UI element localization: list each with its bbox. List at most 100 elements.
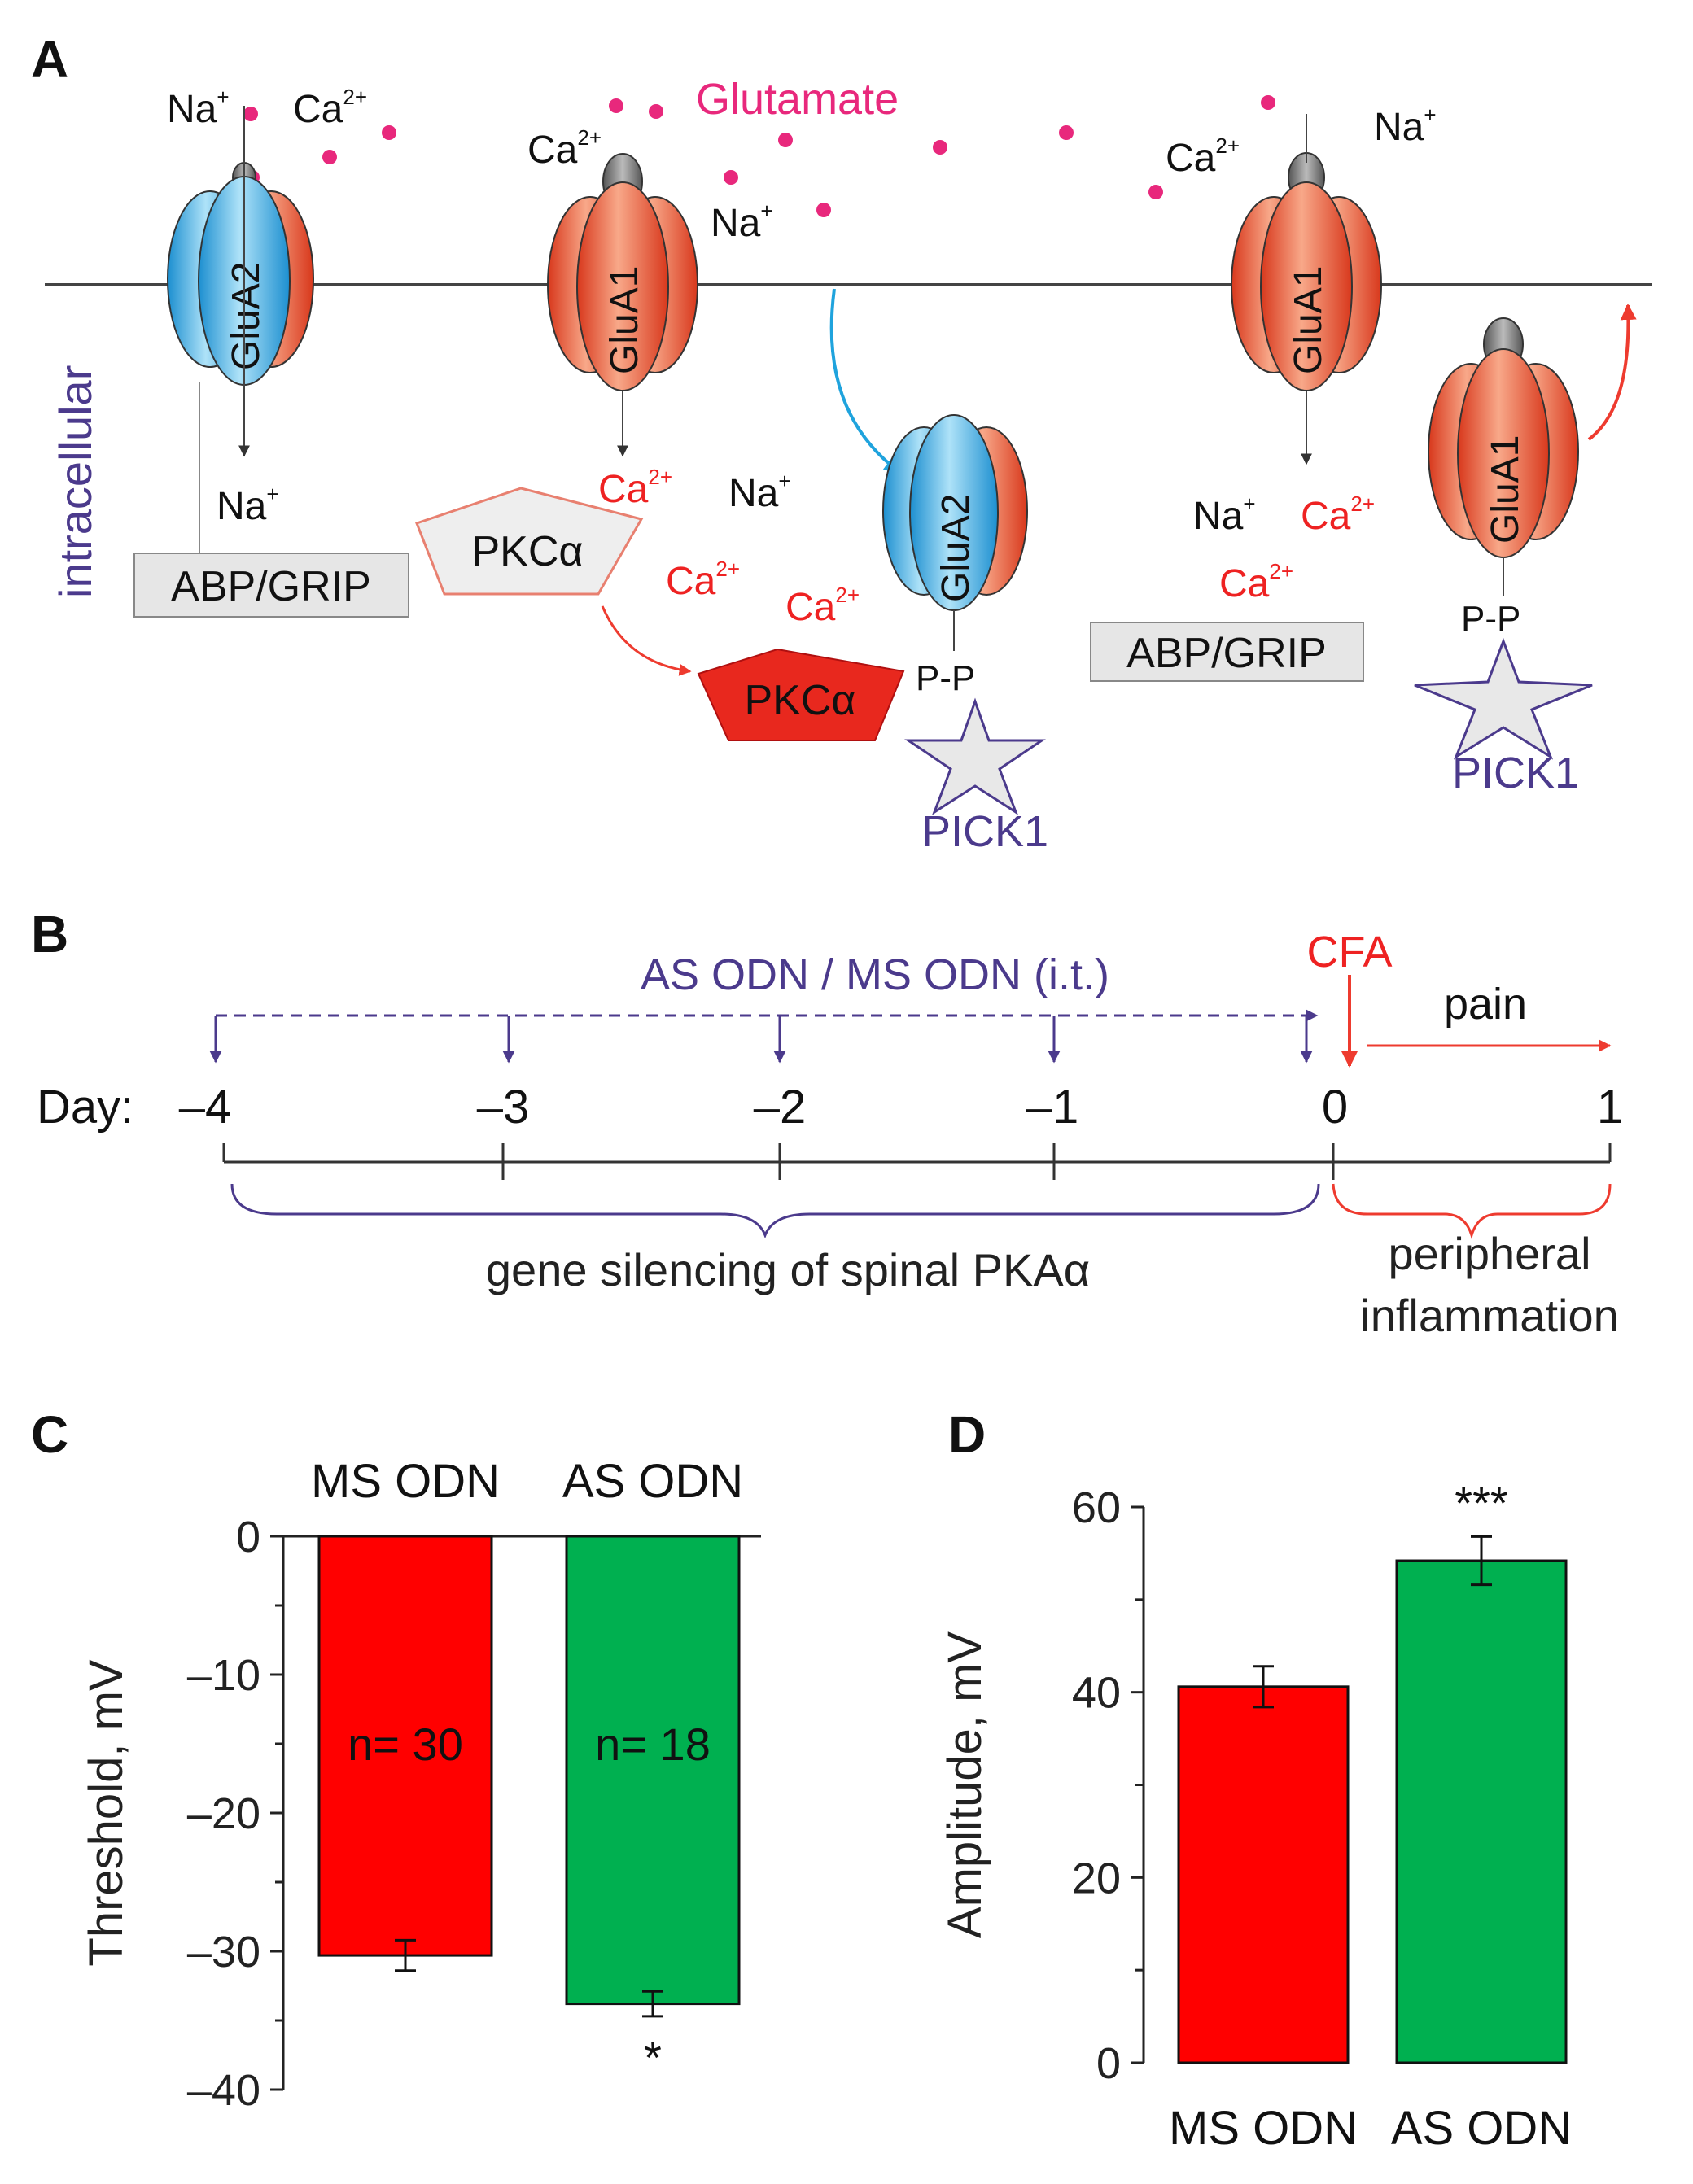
- svg-text:Ca2+: Ca2+: [1166, 133, 1240, 180]
- pain-label: pain: [1444, 980, 1527, 1029]
- category-label: AS ODN: [1391, 2102, 1572, 2155]
- abp-grip-box-2: ABP/GRIP: [1090, 622, 1364, 682]
- glua2-receptor-1: GluA2: [167, 162, 314, 386]
- svg-text:Na+: Na+: [711, 199, 773, 245]
- internalization-arrow: [829, 288, 901, 474]
- svg-text:Na+: Na+: [167, 85, 230, 131]
- inflammation-brace: [1332, 1183, 1612, 1240]
- ca-charge: 2+: [343, 85, 367, 109]
- na-ion: Na: [1193, 495, 1244, 538]
- na-ion: Na: [728, 472, 779, 515]
- ca-ion: Ca: [1166, 137, 1216, 180]
- ca-charge: 2+: [577, 125, 602, 150]
- injection-label: AS ODN / MS ODN (i.t.): [641, 950, 1109, 999]
- panel-a-label: A: [31, 30, 68, 89]
- glua2-label: GluA2: [225, 262, 268, 370]
- inflammation-label-line1: peripheral: [1388, 1228, 1590, 1279]
- injection-arrows: [209, 1016, 1313, 1064]
- svg-text:Ca2+: Ca2+: [598, 465, 672, 511]
- timeline-axis: [222, 1143, 1612, 1180]
- na-charge: +: [1424, 103, 1436, 127]
- day-tick-label: –1: [1026, 1081, 1079, 1133]
- y-tick-label: 0: [236, 1513, 260, 1562]
- glutamate-label: Glutamate: [696, 75, 899, 124]
- na-ion: Na: [711, 202, 761, 245]
- panel-d-label: D: [948, 1405, 986, 1464]
- ca-ion: Ca: [666, 560, 716, 603]
- y-axis-label: Threshold, mV: [80, 1659, 133, 1966]
- ca-ion: Ca: [1301, 495, 1351, 538]
- glua1-receptor-2: GluA1: [1231, 152, 1382, 391]
- day-ticks: –4 –3 –2 –1 0 1: [179, 1081, 1623, 1133]
- svg-text:Ca2+: Ca2+: [666, 557, 740, 603]
- pick1-protein-2: PICK1: [1414, 637, 1593, 797]
- glua1-label: GluA1: [1287, 266, 1330, 374]
- y-tick-label: –30: [187, 1928, 260, 1977]
- day-tick-label: –3: [477, 1081, 530, 1133]
- bar: [1177, 1685, 1350, 2064]
- pkca-label: PKCα: [472, 528, 584, 575]
- y-tick-label: –10: [187, 1651, 260, 1700]
- svg-text:Ca2+: Ca2+: [1301, 491, 1375, 538]
- glua1-receptor-1: GluA1: [547, 153, 698, 391]
- significance-marker: ***: [1455, 1477, 1507, 1528]
- svg-text:Na+: Na+: [1374, 103, 1437, 149]
- na-ion: Na: [1374, 106, 1424, 149]
- ca-charge: 2+: [1215, 133, 1240, 158]
- bar: [1395, 1559, 1568, 2064]
- na-charge: +: [266, 482, 278, 506]
- glua2-label: GluA2: [934, 494, 978, 602]
- pick1-protein-1: PICK1: [904, 697, 1048, 856]
- pick1-label: PICK1: [921, 807, 1048, 856]
- category-label: MS ODN: [311, 1455, 500, 1508]
- ca-ion: Ca: [598, 468, 649, 511]
- category-label: MS ODN: [1169, 2102, 1358, 2155]
- panel-c-label: C: [31, 1405, 68, 1464]
- pkca-active: PKCα: [697, 648, 905, 741]
- day-tick-label: 0: [1322, 1081, 1348, 1133]
- silencing-label: gene silencing of spinal PKAα: [486, 1244, 1090, 1295]
- ca-ion: Ca: [785, 586, 836, 629]
- ca-ion: Ca: [527, 129, 578, 172]
- glua1-label: GluA1: [1484, 435, 1527, 544]
- recycling-arrow: [1587, 304, 1637, 441]
- inflammation-label-line2: inflammation: [1360, 1290, 1618, 1341]
- bar: [565, 1535, 741, 2006]
- y-tick-label: 0: [1096, 2039, 1121, 2088]
- phospho-label: P-P: [1461, 599, 1520, 639]
- svg-text:Na+: Na+: [728, 469, 791, 515]
- ca-charge: 2+: [715, 557, 740, 581]
- panel-b-label: B: [31, 905, 68, 963]
- cfa-label: CFA: [1306, 928, 1392, 976]
- intracellular-label: intracellular: [50, 365, 101, 598]
- abp-grip-label: ABP/GRIP: [171, 563, 371, 610]
- ca-charge: 2+: [1350, 491, 1375, 516]
- panel-b: B AS ODN / MS ODN (i.t.) CFA pain Day: –…: [31, 905, 1623, 1341]
- na-charge: +: [1243, 491, 1255, 516]
- glua1-label: GluA1: [603, 266, 646, 374]
- pkca-label: PKCα: [745, 677, 856, 724]
- na-charge: +: [217, 85, 229, 109]
- y-tick-label: 40: [1072, 1669, 1121, 1718]
- na-charge: +: [778, 469, 790, 493]
- y-tick-label: –40: [187, 2066, 260, 2115]
- ca-charge: 2+: [648, 465, 672, 489]
- day-tick-label: –2: [754, 1081, 807, 1133]
- na-ion: Na: [217, 485, 267, 528]
- category-label: AS ODN: [562, 1455, 743, 1508]
- na-charge: +: [760, 199, 772, 223]
- svg-text:Na+: Na+: [217, 482, 279, 528]
- abp-grip-box-1: ABP/GRIP: [133, 553, 409, 618]
- activation-arrow: [601, 605, 692, 676]
- svg-text:Ca2+: Ca2+: [1219, 559, 1293, 605]
- svg-text:Ca2+: Ca2+: [527, 125, 602, 172]
- na-ion: Na: [167, 88, 217, 131]
- silencing-brace: [230, 1183, 1320, 1239]
- day-tick-label: –4: [179, 1081, 232, 1133]
- y-tick-label: –20: [187, 1789, 260, 1838]
